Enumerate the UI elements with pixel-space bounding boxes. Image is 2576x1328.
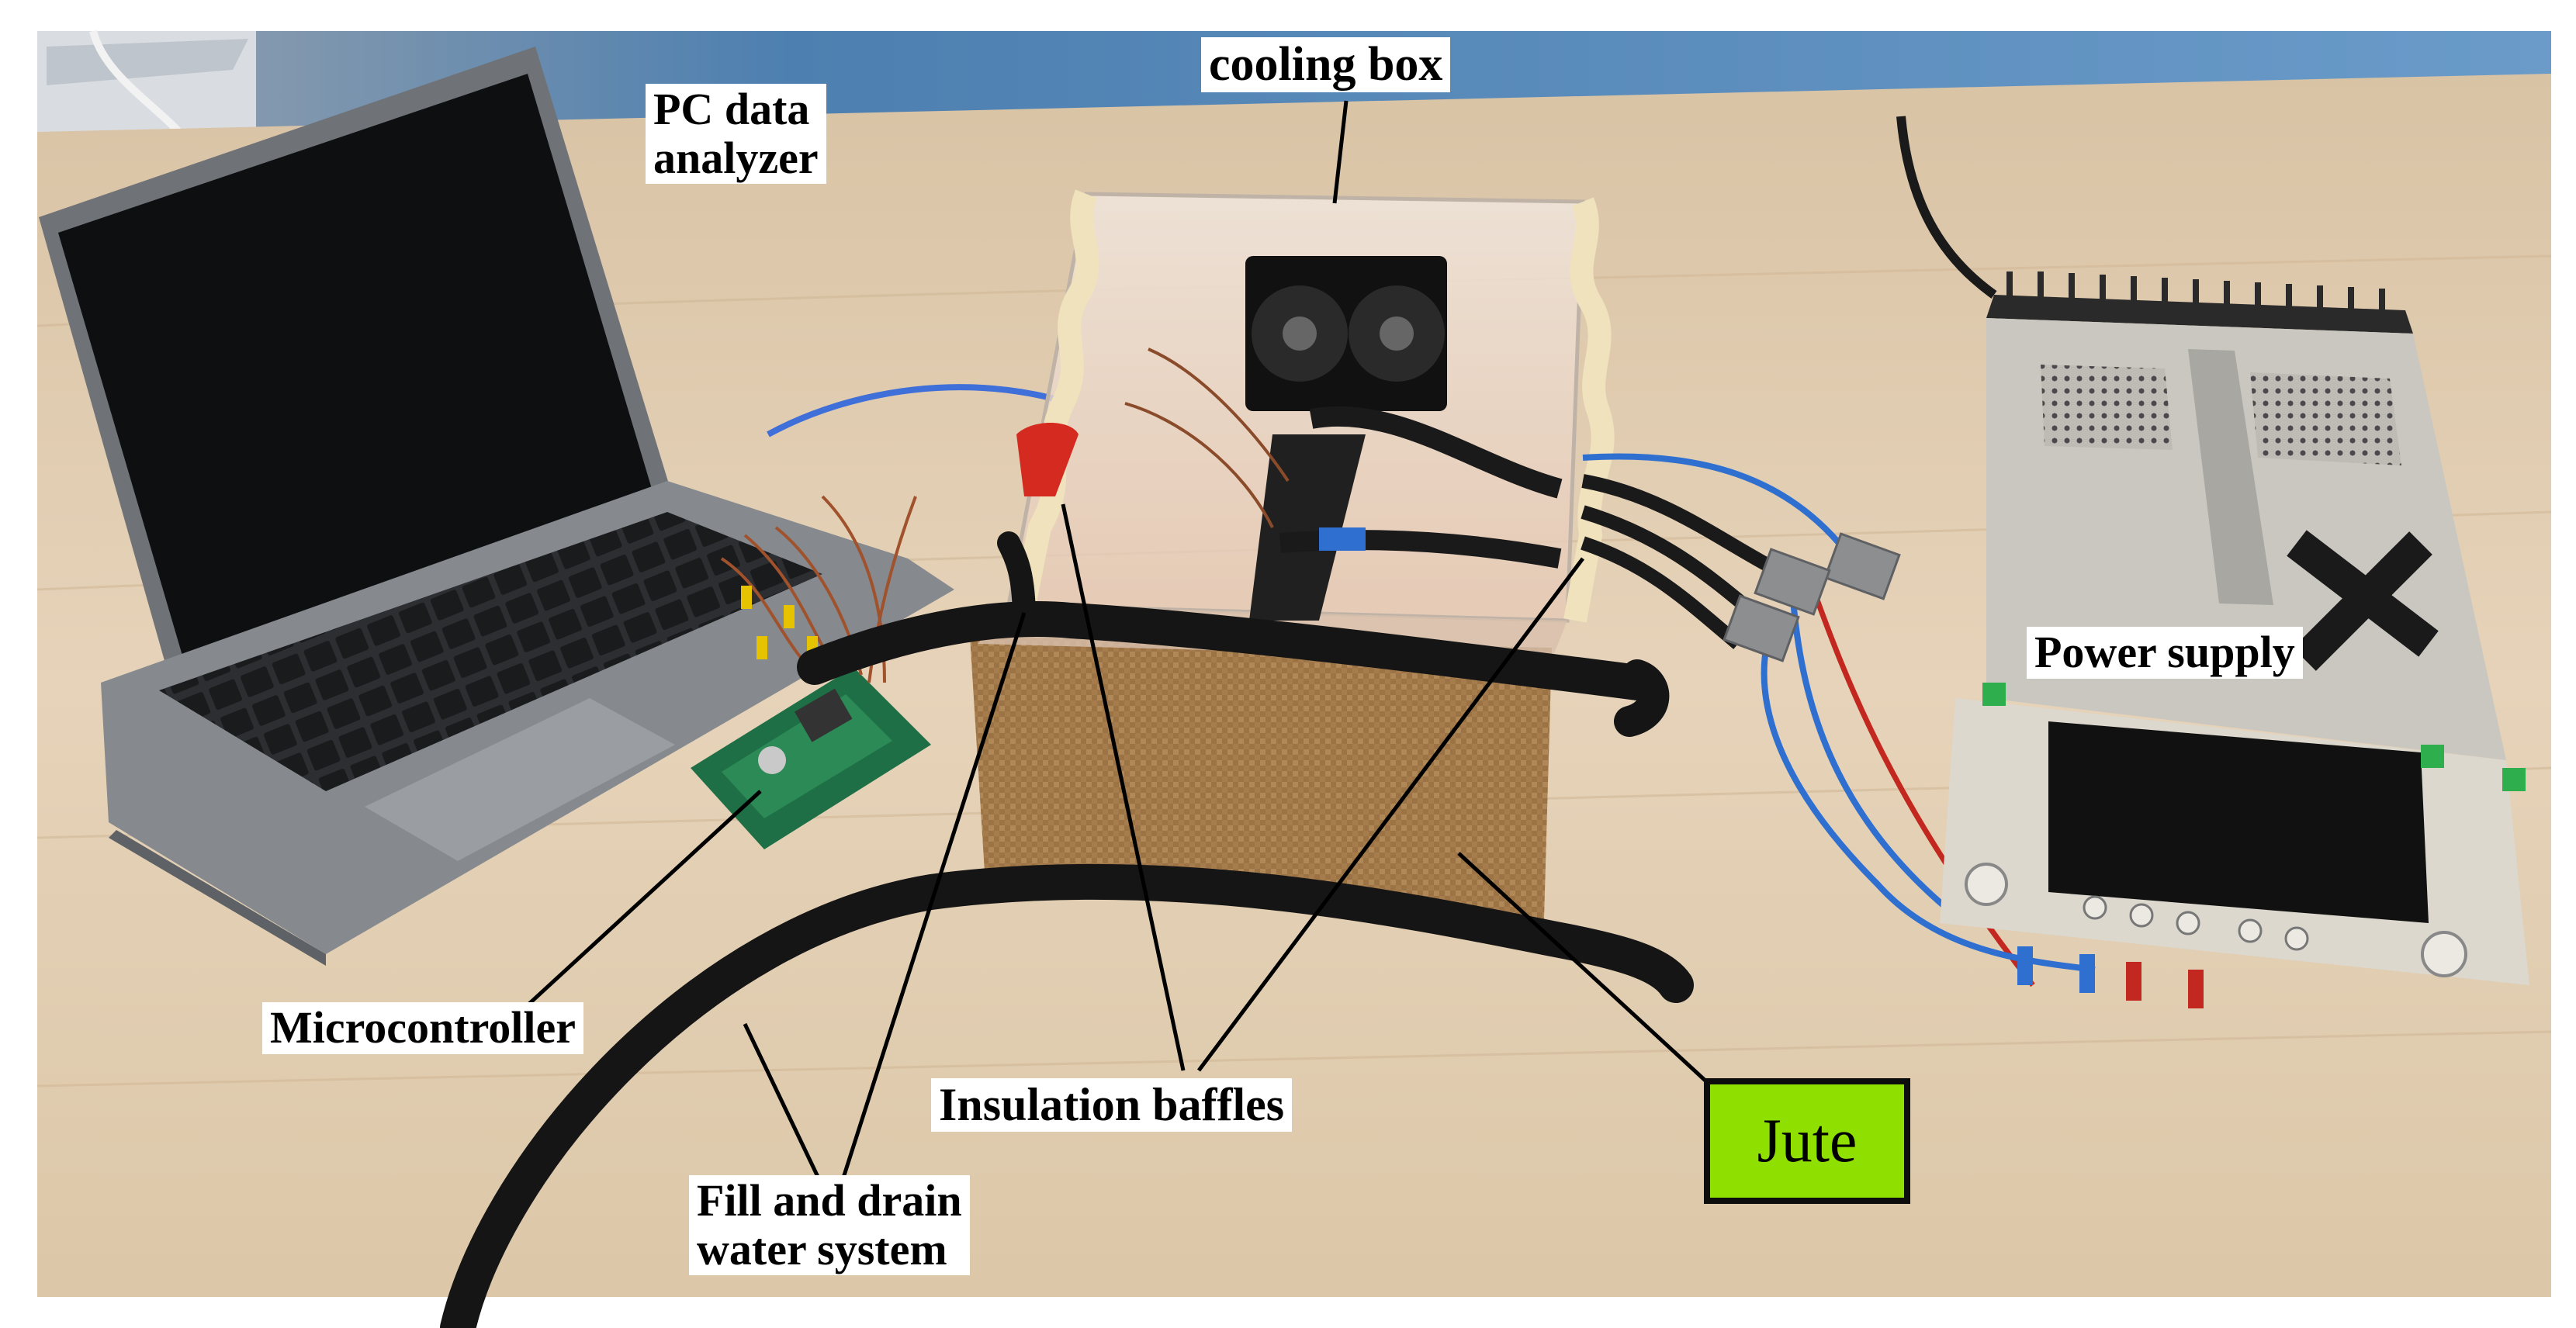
cooling-box-illustration [970, 189, 1615, 919]
cooling-box-label-text: cooling box [1209, 38, 1443, 91]
pc-data-analyzer-label: PC data analyzer [646, 84, 826, 185]
microcontroller-label: Microcontroller [262, 1002, 584, 1054]
fill-label-line2: water system [697, 1223, 947, 1274]
pc-label-line2: analyzer [653, 132, 819, 183]
leader-lines [518, 100, 1709, 1196]
fill-label-line1: Fill and drain [697, 1175, 962, 1226]
cooling-box-label: cooling box [1201, 37, 1451, 92]
photo [36, 29, 2552, 1328]
pc-label-line1: PC data [653, 84, 810, 134]
cable-bundle [1581, 453, 2096, 987]
power-supply-label-text: Power supply [2034, 627, 2295, 677]
power-supply-illustration [1940, 271, 2529, 1008]
jute-label: Jute [1704, 1078, 1910, 1204]
fill-drain-label: Fill and drain water system [689, 1175, 970, 1276]
insulation-baffles-label: Insulation baffles [931, 1078, 1293, 1132]
water-hose-illustration [440, 531, 1694, 1328]
jute-label-text: Jute [1757, 1106, 1858, 1175]
power-supply-label: Power supply [2027, 627, 2303, 679]
insulation-baffles-label-text: Insulation baffles [939, 1079, 1285, 1130]
microcontroller-label-text: Microcontroller [270, 1002, 576, 1053]
